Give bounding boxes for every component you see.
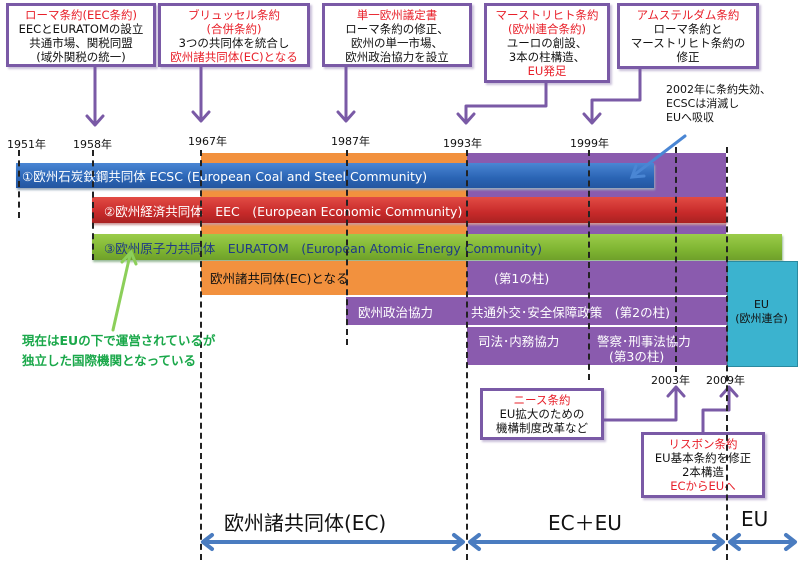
ecsc-expire-line: EUへ吸収 [666,111,715,124]
maastricht-line-red: EU発足 [527,64,567,78]
pillar-2-label: 共通外交･安全保障政策 (第2の柱) [471,305,670,320]
year-2009: 2009年 [706,374,745,387]
brussels-treaty-line-red: 欧州諸共同体(EC)となる [170,50,298,64]
maastricht-line: 3本の柱構造、 [508,50,586,64]
lisbon-line: 2本構造 [682,465,724,479]
maastricht-subtitle: (欧州連合条約) [508,22,586,36]
nice-title: ニース条約 [513,393,571,407]
lisbon-title: リスボン条約 [668,437,738,451]
rome-treaty-line: EECとEURATOMの設立 [18,22,144,36]
eu-full-label: (欧州連合) [735,312,788,325]
ecsc-expire-line: 2002年に条約失効、 [666,83,771,96]
marker-1993 [466,150,468,560]
year-1958: 1958年 [73,138,112,151]
year-1967: 1967年 [188,135,227,148]
amsterdam-line: ローマ条約と [653,22,723,36]
marker-2003 [675,147,677,372]
pillar-1-label: (第1の柱) [494,271,550,286]
ecsc-expire-pointer [632,134,687,177]
bar-ecsc: ①欧州石炭鉄鋼共同体 ECSC (European Coal and Steel… [16,163,654,188]
period-label-ec: 欧州諸共同体(EC) [224,511,387,535]
year-1987: 1987年 [331,135,370,148]
ecsc-expire-line: ECSCは消滅し [666,97,740,110]
maastricht-title: マーストリヒト条約 [495,8,599,22]
marker-1999 [588,150,590,380]
nice-line: 機構制度改革など [496,421,588,435]
bar-eec: ②欧州経済共同体 EEC (European Economic Communit… [92,197,726,223]
nice-line: EU拡大のための [499,407,585,421]
ec-becomes-label: 欧州諸共同体(EC)となる [210,271,349,286]
arrow-nice-to-2003 [602,386,678,422]
amsterdam-line: マーストリヒト条約の [630,36,746,50]
epc-block [346,297,467,325]
euratom-note-pointer [111,253,132,332]
eu-block-label: EU (欧州連合) [727,298,796,326]
marker-1958 [92,150,94,260]
callout-amsterdam-treaty: アムステルダム条約 ローマ条約と マーストリヒト条約の 修正 [617,3,759,69]
brussels-treaty-title: ブリュッセル条約 [188,8,280,22]
arrow-amsterdam-to-1999 [590,67,642,124]
sea-line: 欧州の単一市場、 [351,36,443,50]
sea-line: 欧州政治協力を設立 [345,50,449,64]
callout-brussels-treaty: ブリュッセル条約 (合併条約) 3つの共同体を統合し 欧州諸共同体(EC)となる [158,3,310,67]
brussels-treaty-subtitle: (合併条約) [206,22,262,36]
year-1993: 1993年 [443,137,482,150]
pillar-2-block [467,297,727,325]
bar-eec-label: ②欧州経済共同体 EEC (European Economic Communit… [104,203,463,219]
epc-label: 欧州政治協力 [358,305,434,320]
euratom-note-line: 現在はEUの下で運営されているが [22,333,216,348]
pillar-3-block [467,327,727,365]
marker-1951 [18,150,20,218]
lisbon-line-red: ECからEUへ [670,479,736,493]
euratom-note-line: 独立した国際機関となっている [22,353,197,368]
callout-rome-treaty: ローマ条約(EEC条約) EECとEURATOMの設立 共通市場、関税同盟 (域… [6,3,156,67]
rome-treaty-title: ローマ条約(EEC条約) [24,8,138,22]
arrow-maastricht-to-1993 [464,81,548,124]
rome-treaty-line: 共通市場、関税同盟 [29,36,133,50]
marker-2009 [726,147,728,560]
euratom-note: 現在はEUの下で運営されているが 独立した国際機関となっている [22,331,215,371]
bar-ecsc-label: ①欧州石炭鉄鋼共同体 ECSC (European Coal and Steel… [22,169,428,184]
year-1951: 1951年 [7,138,46,151]
period-label-eu: EU [741,507,769,531]
callout-maastricht-treaty: マーストリヒト条約 (欧州連合条約) ユーロの創設、 3本の柱構造、 EU発足 [484,3,610,83]
pillar-3-label: (第3の柱) [609,349,665,364]
year-1999: 1999年 [570,137,609,150]
arrow-lisbon-to-2009 [701,386,731,434]
rome-treaty-line: (域外関税の統一) [36,50,126,64]
ecsc-expire-note: 2002年に条約失効、 ECSCは消滅し EUへ吸収 [666,83,771,125]
amsterdam-title: アムステルダム条約 [636,8,740,22]
bar-euratom: ③欧州原子力共同体 EURATOM (European Atomic Energ… [92,234,782,260]
sea-title: 単一欧州議定書 [356,8,438,22]
amsterdam-line: 修正 [676,50,700,64]
ec-block [201,261,467,295]
period-label-ec-eu: EC＋EU [548,511,622,535]
marker-1967 [200,150,202,560]
callout-single-european-act: 単一欧州議定書 ローマ条約の修正、 欧州の単一市場、 欧州政治協力を設立 [322,3,472,67]
pjcc-label: 警察･刑事法協力 [597,334,691,349]
sea-line: ローマ条約の修正、 [345,22,449,36]
maastricht-line: ユーロの創設、 [506,36,588,50]
brussels-treaty-line: 3つの共同体を統合し [178,36,290,50]
jha-label: 司法･内務協力 [478,334,560,349]
callout-nice-treaty: ニース条約 EU拡大のための 機構制度改革など [480,388,604,440]
marker-1987 [346,150,348,345]
eu-block [727,261,798,367]
bar-euratom-label: ③欧州原子力共同体 EURATOM (European Atomic Energ… [104,240,542,256]
callout-lisbon-treaty: リスボン条約 EU基本条約を修正 2本構造 ECからEUへ [641,432,765,498]
pillar-1-block [467,261,727,295]
year-2003: 2003年 [651,374,690,387]
eu-label: EU [753,298,769,311]
